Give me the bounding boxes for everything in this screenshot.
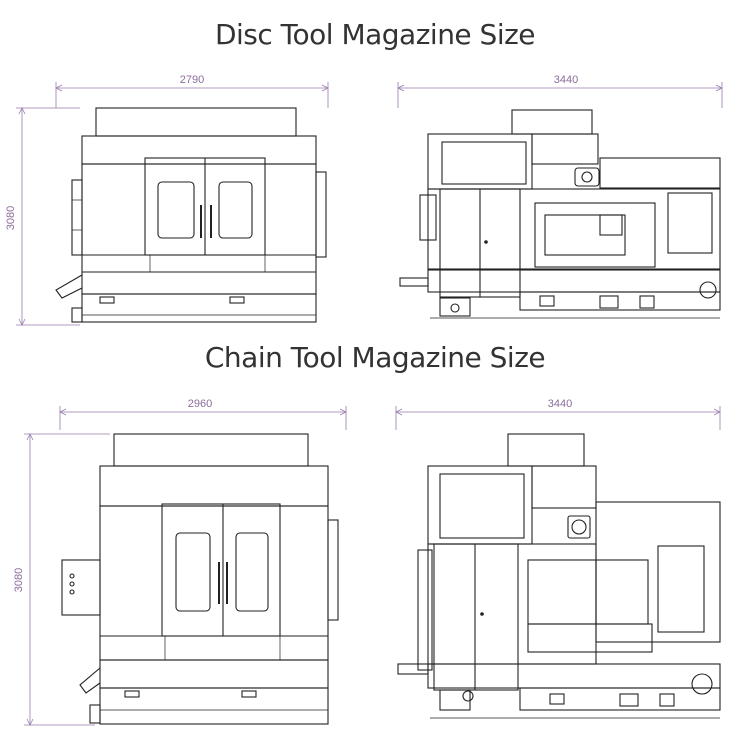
disc-front-width-label: 2790 xyxy=(180,74,204,86)
disc-height-dimension: 3080 xyxy=(5,107,80,326)
chain-front-view: 2960 3080 xyxy=(13,398,347,726)
chain-side-width-dimension: 3440 xyxy=(395,398,721,430)
disc-side-view: 3440 xyxy=(397,74,723,319)
disc-front-width-dimension: 2790 xyxy=(55,74,329,108)
chain-side-width-label: 3440 xyxy=(548,398,572,410)
disc-side-width-dimension: 3440 xyxy=(397,74,723,108)
chain-front-width-dimension: 2960 xyxy=(59,398,347,430)
disc-side-width-label: 3440 xyxy=(554,74,578,86)
disc-height-label: 3080 xyxy=(5,206,17,230)
chain-front-width-label: 2960 xyxy=(188,398,212,410)
chain-height-label: 3080 xyxy=(13,568,25,592)
disc-front-view: 2790 3080 xyxy=(5,74,329,326)
chain-section-title: Chain Tool Magazine Size xyxy=(204,341,546,374)
chain-height-dimension: 3080 xyxy=(13,433,110,726)
disc-section-title: Disc Tool Magazine Size xyxy=(214,18,536,51)
chain-side-view: 3440 xyxy=(395,398,721,719)
